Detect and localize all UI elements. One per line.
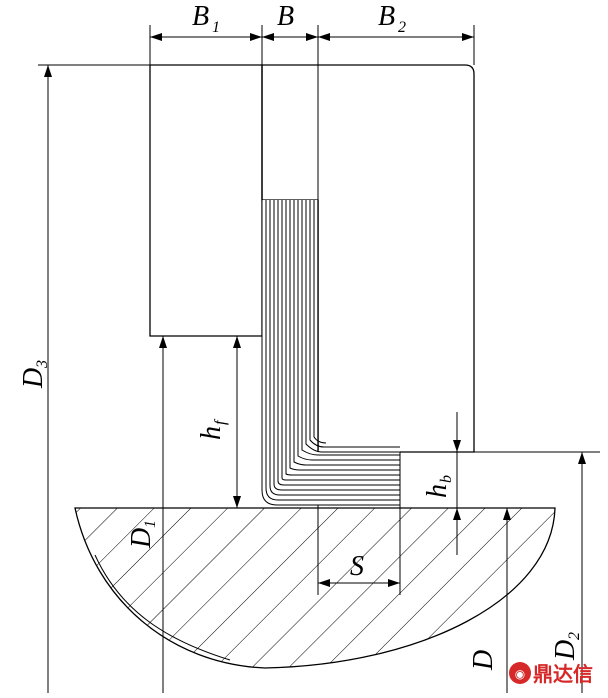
- lower-roll-inner-arc: [94, 554, 231, 661]
- svg-text:◉: ◉: [515, 667, 525, 681]
- s-dimension: [317, 505, 401, 595]
- label-s: S: [350, 551, 364, 582]
- label-d1: D: [126, 528, 157, 549]
- label-d1-sub: 1: [142, 520, 159, 528]
- d1-dimension: [159, 336, 167, 693]
- d-dimension: [503, 508, 511, 693]
- hf-dimension: [233, 336, 241, 508]
- label-b1: B: [192, 1, 209, 32]
- d2-dimension: [578, 452, 586, 693]
- label-d3-sub: 3: [34, 360, 51, 369]
- top-dimensions: [149, 25, 475, 200]
- d3-dimension: [38, 64, 150, 693]
- label-d2-sub: 2: [566, 632, 583, 640]
- label-b2: B: [378, 1, 395, 32]
- label-hb-sub: b: [438, 475, 455, 483]
- label-d: D: [468, 650, 499, 671]
- label-b: B: [277, 1, 294, 32]
- label-hf: h: [196, 426, 227, 440]
- upper-block-left: [149, 64, 263, 337]
- watermark-text: 鼎达信: [533, 662, 593, 686]
- label-hf-sub: f: [212, 418, 229, 425]
- label-b1-sub: 1: [212, 19, 220, 36]
- hb-dimension: [400, 412, 600, 555]
- layered-strip: [261, 200, 401, 506]
- label-b2-sub: 2: [398, 19, 406, 36]
- label-hb: h: [422, 484, 453, 498]
- watermark-logo: ◉: [509, 662, 531, 684]
- lower-roll-outline: [74, 507, 556, 669]
- label-d3: D: [18, 368, 49, 389]
- label-d2: D: [550, 640, 581, 661]
